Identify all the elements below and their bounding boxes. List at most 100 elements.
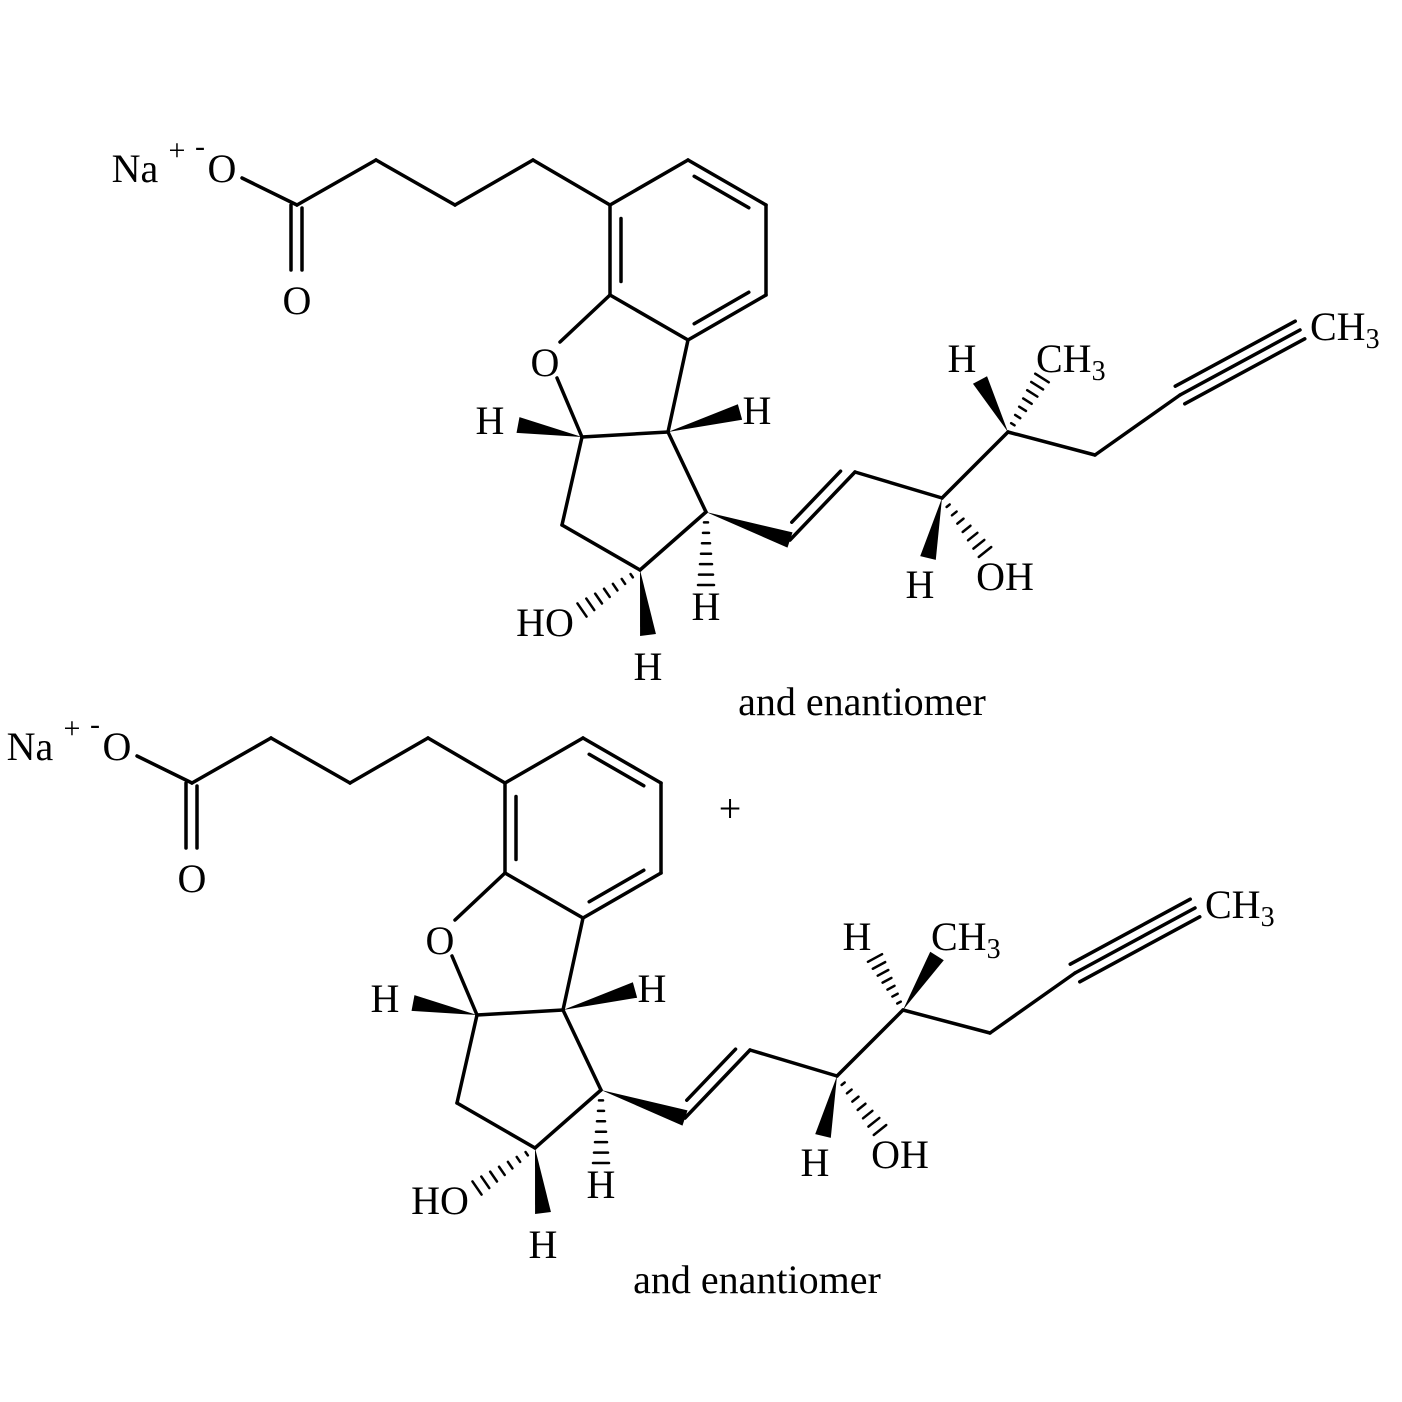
triple-bond bbox=[1173, 319, 1297, 388]
hash-stroke bbox=[620, 577, 627, 586]
hash-stroke bbox=[886, 984, 896, 991]
bond bbox=[608, 293, 690, 342]
hash-stroke bbox=[506, 1160, 514, 1170]
bond bbox=[426, 736, 507, 785]
sodium-label: Na bbox=[112, 146, 159, 191]
hashed-bond bbox=[696, 521, 716, 587]
hash-stroke bbox=[1033, 372, 1051, 384]
hydrogen-label: H bbox=[843, 914, 872, 959]
negative-charge: - bbox=[90, 708, 100, 741]
triple-bond bbox=[1183, 337, 1307, 406]
bond bbox=[450, 954, 479, 1017]
bond bbox=[533, 1088, 603, 1150]
hash-stroke bbox=[1013, 413, 1022, 420]
bond bbox=[503, 736, 585, 785]
bond bbox=[748, 1048, 839, 1078]
hash-stroke bbox=[961, 524, 972, 534]
hashed-bond bbox=[471, 1150, 530, 1196]
hashed-bond bbox=[945, 503, 993, 559]
bond bbox=[555, 376, 584, 439]
positive-charge: + bbox=[169, 134, 186, 167]
wedge-bond bbox=[815, 1076, 837, 1138]
bond bbox=[638, 510, 708, 572]
hash-stroke bbox=[872, 1123, 888, 1137]
carboxylate-oxygen-label: O bbox=[208, 146, 237, 191]
hash-stroke bbox=[966, 531, 979, 542]
bond bbox=[940, 430, 1010, 500]
wedge-bond bbox=[920, 498, 942, 560]
sodium-label: Na bbox=[7, 724, 54, 769]
bond bbox=[580, 430, 670, 439]
wedge-bond bbox=[535, 1148, 551, 1214]
hydrogen-label: H bbox=[743, 388, 772, 433]
hashed-bond bbox=[866, 952, 903, 1005]
bond bbox=[686, 293, 768, 342]
triple-bond bbox=[1068, 897, 1192, 966]
positive-charge: + bbox=[64, 712, 81, 745]
hydroxyl-label: OH bbox=[976, 554, 1034, 599]
hash-stroke bbox=[867, 1116, 881, 1128]
hydroxyl-label: OH bbox=[871, 1132, 929, 1177]
hash-stroke bbox=[972, 538, 986, 550]
bond bbox=[1006, 430, 1097, 457]
carboxylate-oxygen-label: O bbox=[103, 724, 132, 769]
subscript: 3 bbox=[1092, 356, 1106, 387]
hydrogen-label: H bbox=[692, 584, 721, 629]
carbonyl-oxygen-label: O bbox=[283, 278, 312, 323]
hash-stroke bbox=[593, 592, 604, 605]
bond bbox=[269, 736, 352, 785]
wedge-bond bbox=[601, 1090, 688, 1126]
hydrogen-label: H bbox=[948, 336, 977, 381]
bond bbox=[683, 1048, 752, 1120]
bond bbox=[560, 435, 584, 527]
hash-stroke bbox=[851, 1095, 860, 1103]
hash-stroke bbox=[576, 602, 588, 618]
wedge-bond bbox=[516, 417, 582, 437]
hydrogen-label: H bbox=[906, 562, 935, 607]
bond bbox=[348, 736, 430, 785]
bond bbox=[531, 158, 612, 207]
hydrogen-label: H bbox=[587, 1162, 616, 1207]
hash-stroke bbox=[602, 587, 611, 599]
triple-bond bbox=[1073, 906, 1197, 975]
hydrogen-label: H bbox=[638, 966, 667, 1011]
wedge-bond bbox=[903, 951, 944, 1010]
hash-stroke bbox=[956, 517, 965, 525]
hash-stroke bbox=[629, 572, 635, 579]
bond bbox=[190, 736, 273, 785]
hash-stroke bbox=[840, 1081, 846, 1087]
hydroxyl-label: HO bbox=[516, 600, 574, 645]
hash-stroke bbox=[856, 1102, 867, 1112]
bond bbox=[240, 176, 299, 207]
bond bbox=[666, 430, 708, 514]
hashed-bond bbox=[576, 572, 635, 618]
caption-text: and enantiomer bbox=[633, 1257, 881, 1302]
wedge-bond bbox=[706, 512, 793, 548]
bond bbox=[581, 871, 663, 920]
carbonyl-oxygen-label: O bbox=[178, 856, 207, 901]
hash-stroke bbox=[585, 597, 596, 612]
hashed-bond bbox=[591, 1099, 611, 1165]
bond bbox=[835, 1008, 905, 1078]
bond bbox=[475, 1008, 565, 1017]
bond bbox=[453, 158, 535, 207]
bond bbox=[560, 523, 642, 572]
hash-stroke bbox=[480, 1175, 491, 1190]
ring-oxygen-label: O bbox=[426, 918, 455, 963]
hydrogen-label: H bbox=[371, 976, 400, 1021]
bond bbox=[666, 338, 690, 434]
alkene-inner-bond bbox=[685, 1047, 738, 1102]
wedge-bond bbox=[563, 982, 638, 1010]
aromatic-inner-bond bbox=[692, 290, 751, 326]
bond bbox=[608, 158, 690, 207]
bond bbox=[558, 293, 612, 344]
bond bbox=[561, 916, 585, 1012]
terminal-methyl-label: CH3 bbox=[1205, 882, 1275, 933]
bond bbox=[561, 1008, 603, 1092]
wedge-bond bbox=[411, 995, 477, 1015]
hashed-bond bbox=[840, 1081, 888, 1137]
negative-charge: - bbox=[195, 130, 205, 163]
hash-stroke bbox=[977, 545, 993, 559]
